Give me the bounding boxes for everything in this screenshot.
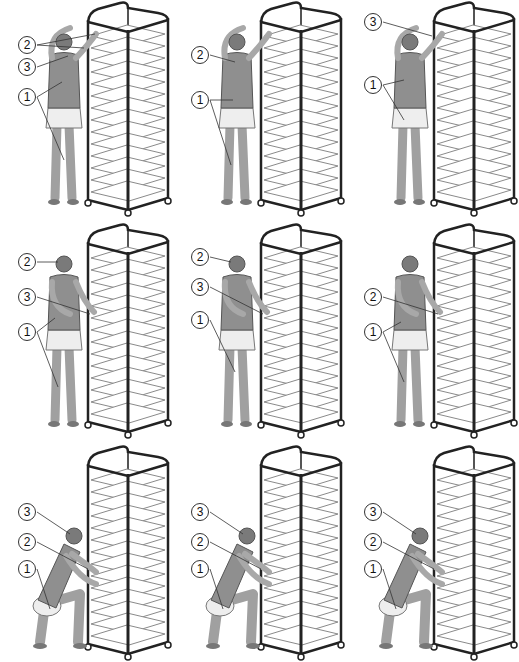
callout-number: 1 bbox=[18, 323, 36, 341]
callout-number: 2 bbox=[18, 533, 36, 551]
callout-number: 2 bbox=[18, 36, 36, 54]
callout-number: 2 bbox=[18, 253, 36, 271]
callout-number: 2 bbox=[364, 533, 382, 551]
callout-number: 1 bbox=[191, 91, 209, 109]
callout-number: 1 bbox=[364, 323, 382, 341]
callout-number: 3 bbox=[364, 13, 382, 31]
callout-number: 3 bbox=[18, 58, 36, 76]
callout-number: 3 bbox=[191, 278, 209, 296]
callout-number: 2 bbox=[191, 248, 209, 266]
callout-number: 3 bbox=[18, 503, 36, 521]
callout-number: 1 bbox=[18, 88, 36, 106]
callout-number: 2 bbox=[364, 288, 382, 306]
callout-number: 1 bbox=[191, 311, 209, 329]
callout-number: 3 bbox=[18, 288, 36, 306]
callout-number: 2 bbox=[191, 46, 209, 64]
callout-number: 3 bbox=[191, 503, 209, 521]
callout-number: 1 bbox=[191, 560, 209, 578]
callout-number: 2 bbox=[191, 533, 209, 551]
callout-number: 1 bbox=[18, 560, 36, 578]
callout-number: 1 bbox=[364, 560, 382, 578]
callout-number: 1 bbox=[364, 76, 382, 94]
callout-number: 3 bbox=[364, 503, 382, 521]
